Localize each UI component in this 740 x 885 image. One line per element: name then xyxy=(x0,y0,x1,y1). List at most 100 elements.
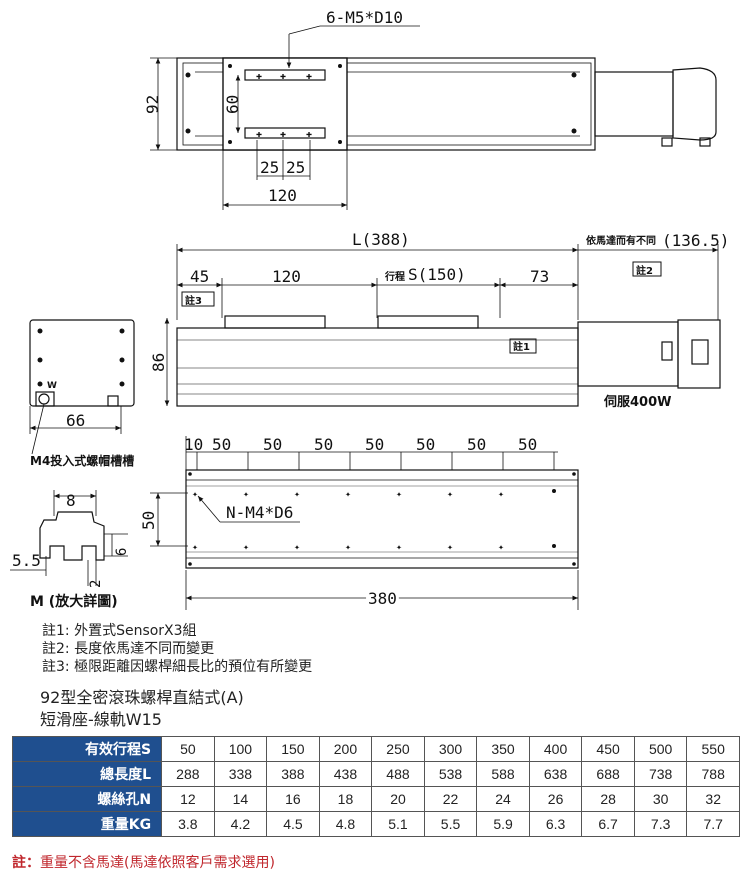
row-header: 有效行程S xyxy=(11,736,163,762)
table-cell: 30 xyxy=(633,786,688,812)
rail-holes: ✦✦✦ ✦✦✦ ✦ ✦✦✦ ✦✦✦ ✦ xyxy=(188,472,576,566)
dim-73: 73 xyxy=(530,267,549,286)
footnote-text: 重量不含馬達(馬達依照客戶需求選用) xyxy=(40,855,275,871)
table-cell: 24 xyxy=(476,786,530,812)
top-bolts: ✚ ✚ ✚ ✚ ✚ ✚ xyxy=(185,64,577,144)
table-cell: 550 xyxy=(686,736,740,762)
svg-text:✦: ✦ xyxy=(396,489,402,500)
top-view xyxy=(176,57,717,151)
table-cell: 100 xyxy=(213,736,268,762)
table-cell: 28 xyxy=(581,786,635,812)
dim-25-b: 25 xyxy=(286,158,305,177)
table-cell: 7.3 xyxy=(633,811,688,837)
svg-text:✦: ✦ xyxy=(498,489,504,500)
pitch-50-2: 50 xyxy=(263,435,282,454)
table-cell: 788 xyxy=(686,761,740,787)
motor-note: 依馬達而有不同 xyxy=(586,234,656,247)
title-line-1: 92型全密滾珠螺桿直結式(A) xyxy=(40,688,244,707)
svg-text:✦: ✦ xyxy=(294,489,300,500)
footnote: 註：重量不含馬達(馬達依照客戶需求選用) xyxy=(12,852,275,872)
table-cell: 50 xyxy=(161,736,215,762)
table-cell: 7.7 xyxy=(686,811,740,837)
note-tag-2: 註2 xyxy=(636,264,653,277)
table-cell: 4.8 xyxy=(318,811,373,837)
table-row: 螺絲孔N 12 14 16 18 20 22 24 26 28 30 32 xyxy=(11,786,740,812)
svg-text:✦: ✦ xyxy=(345,542,351,553)
svg-text:✚: ✚ xyxy=(306,129,312,140)
table-cell: 14 xyxy=(213,786,268,812)
pitch-50-4: 50 xyxy=(365,435,384,454)
side-dimensions xyxy=(164,244,719,406)
table-cell: 6.3 xyxy=(528,811,583,837)
stroke-label: 行程 xyxy=(384,270,405,283)
dim-60: 60 xyxy=(223,95,242,114)
pitch-50-6: 50 xyxy=(467,435,486,454)
svg-text:✦: ✦ xyxy=(243,489,249,500)
servo-label: 伺服400W xyxy=(603,394,671,410)
dim-50-vertical: 50 xyxy=(139,511,158,530)
detail-dim-6: 6 xyxy=(114,548,130,556)
table-cell: 250 xyxy=(371,736,425,762)
detail-caption: M (放大詳圖) xyxy=(30,593,118,610)
dim-45: 45 xyxy=(190,267,209,286)
table-row: 重量KG 3.8 4.2 4.5 4.8 5.1 5.5 5.9 6.3 6.7… xyxy=(11,811,740,837)
end-view-dots xyxy=(37,328,125,387)
pitch-10: 10 xyxy=(184,435,203,454)
table-cell: 12 xyxy=(161,786,215,812)
table-cell: 32 xyxy=(686,786,740,812)
dim-92: 92 xyxy=(143,95,162,114)
table-cell: 488 xyxy=(371,761,425,787)
table-cell: 4.5 xyxy=(266,811,320,837)
svg-text:✦: ✦ xyxy=(498,542,504,553)
table-cell: 16 xyxy=(266,786,320,812)
note-tag-3: 註3 xyxy=(185,294,202,307)
svg-text:✦: ✦ xyxy=(192,489,198,500)
pitch-50-5: 50 xyxy=(416,435,435,454)
table-cell: 288 xyxy=(161,761,215,787)
detail-dim-5-5: 5.5 xyxy=(12,551,41,570)
table-cell: 350 xyxy=(476,736,530,762)
svg-text:✚: ✚ xyxy=(256,129,262,140)
note-tag-1: 註1 xyxy=(513,340,530,353)
detail-dim-2: 2 xyxy=(88,580,104,588)
table-cell: 588 xyxy=(476,761,530,787)
svg-text:✦: ✦ xyxy=(243,542,249,553)
dim-86: 86 xyxy=(149,353,168,372)
table-cell: 388 xyxy=(266,761,320,787)
technical-drawing: ✚ ✚ ✚ ✚ ✚ ✚ 6-M5*D10 92 60 25 25 120 xyxy=(10,8,729,611)
title-line-2: 短滑座-線軌W15 xyxy=(40,710,162,729)
m4-slot-label: M4投入式螺帽槽槽 xyxy=(30,453,134,468)
table-row: 有效行程S 50 100 150 200 250 300 350 400 450… xyxy=(11,736,740,762)
spec-table: 有效行程S 50 100 150 200 250 300 350 400 450… xyxy=(11,736,740,837)
table-cell: 18 xyxy=(318,786,373,812)
table-cell: 5.5 xyxy=(423,811,478,837)
dim-66: 66 xyxy=(66,411,85,430)
table-cell: 400 xyxy=(528,736,583,762)
table-cell: 638 xyxy=(528,761,583,787)
table-cell: 3.8 xyxy=(161,811,215,837)
table-cell: 200 xyxy=(318,736,373,762)
detail-dim-8: 8 xyxy=(66,491,76,510)
w-mark: W xyxy=(47,381,57,391)
dim-25-a: 25 xyxy=(260,158,279,177)
end-view xyxy=(29,319,135,455)
svg-text:✦: ✦ xyxy=(345,489,351,500)
svg-text:✚: ✚ xyxy=(280,71,286,82)
product-title: 92型全密滾珠螺桿直結式(A) 短滑座-線軌W15 xyxy=(40,687,244,731)
pitch-50-1: 50 xyxy=(212,435,231,454)
pitch-50-3: 50 xyxy=(314,435,333,454)
table-cell: 26 xyxy=(528,786,583,812)
dim-380: 380 xyxy=(368,589,397,608)
stroke-value: S(150) xyxy=(408,265,466,284)
table-cell: 688 xyxy=(581,761,635,787)
rail-dimensions xyxy=(150,436,579,610)
table-cell: 5.9 xyxy=(476,811,530,837)
svg-text:✦: ✦ xyxy=(294,542,300,553)
callout-6m5: 6-M5*D10 xyxy=(326,8,403,27)
note-3: 註3: 極限距離因螺桿細長比的預位有所變更 xyxy=(42,659,313,675)
table-cell: 6.7 xyxy=(581,811,635,837)
row-header: 重量KG xyxy=(11,811,163,837)
callout-nm4: N-M4*D6 xyxy=(226,503,293,522)
table-cell: 738 xyxy=(633,761,688,787)
table-cell: 20 xyxy=(371,786,425,812)
